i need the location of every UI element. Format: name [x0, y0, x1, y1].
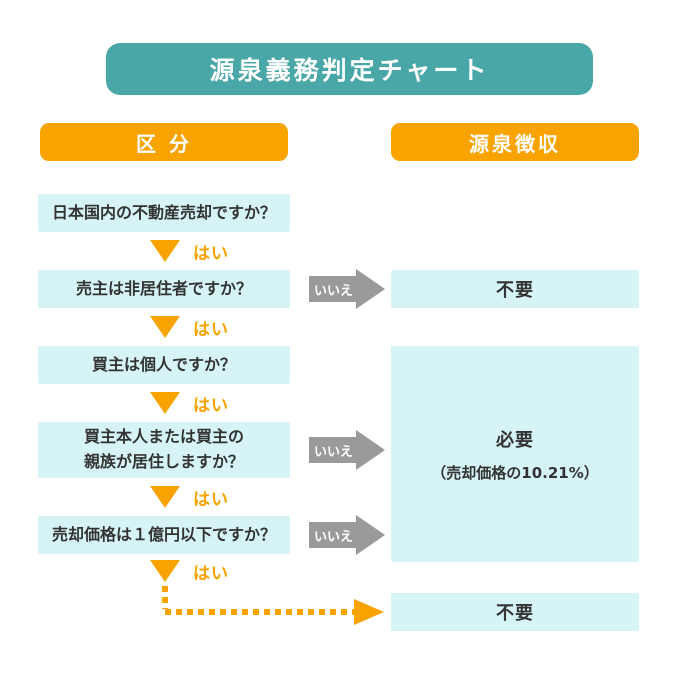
question-box-3: 買主は個人ですか？	[38, 346, 290, 384]
column-header-withholding: 源泉徴収	[391, 123, 639, 161]
down-arrow-icon	[150, 560, 180, 582]
no-connector-2: いいえ	[309, 430, 385, 470]
yes-label: はい	[193, 243, 229, 264]
column-header-category: 区 分	[40, 123, 288, 161]
yes-label: はい	[193, 563, 229, 584]
question-box-5: 売却価格は１億円以下ですか？	[38, 516, 290, 554]
question-text: 売却価格は１億円以下ですか？	[51, 524, 276, 544]
question-text: 親族が居住しますか？	[83, 452, 244, 471]
question-text: 買主本人または買主の	[83, 427, 244, 447]
question-text: 買主は個人ですか？	[91, 354, 236, 374]
down-arrow-icon	[150, 240, 180, 262]
yes-label: はい	[193, 489, 229, 510]
result-box-not-required-bottom: 不要	[391, 593, 639, 631]
down-arrow-icon	[150, 392, 180, 414]
yes-connector-2: はい	[150, 316, 229, 340]
result-box-not-required-top: 不要	[391, 270, 639, 308]
no-label: いいえ	[313, 529, 353, 545]
right-arrow-icon	[309, 430, 385, 470]
question-box-2: 売主は非居住者ですか？	[38, 270, 290, 308]
yes-label: はい	[193, 395, 229, 416]
dotted-path-arrow-icon	[162, 586, 384, 625]
down-arrow-icon	[150, 316, 180, 338]
no-label: いいえ	[313, 283, 353, 299]
no-label: いいえ	[313, 444, 353, 460]
yes-connector-1: はい	[150, 240, 229, 264]
result-required-note: （売却価格の10.21%）	[431, 463, 599, 482]
down-arrow-icon	[150, 486, 180, 508]
result-required-title: 必要	[496, 429, 534, 451]
no-connector-3: いいえ	[309, 515, 385, 555]
result-box-required: 必要 （売却価格の10.21%）	[391, 346, 639, 562]
yes-connector-5: はい	[150, 560, 229, 584]
yes-label: はい	[193, 319, 229, 340]
yes-connector-3: はい	[150, 392, 229, 416]
question-box-4: 買主本人または買主の 親族が居住しますか？	[38, 422, 290, 478]
chart-title: 源泉義務判定チャート	[106, 43, 593, 95]
question-box-1: 日本国内の不動産売却ですか？	[38, 194, 290, 232]
right-arrow-icon	[309, 515, 385, 555]
right-arrow-icon	[309, 269, 385, 309]
question-text: 売主は非居住者ですか？	[75, 278, 252, 298]
question-text: 日本国内の不動産売却ですか？	[51, 202, 276, 222]
no-connector-1: いいえ	[309, 269, 385, 309]
yes-connector-4: はい	[150, 486, 229, 510]
